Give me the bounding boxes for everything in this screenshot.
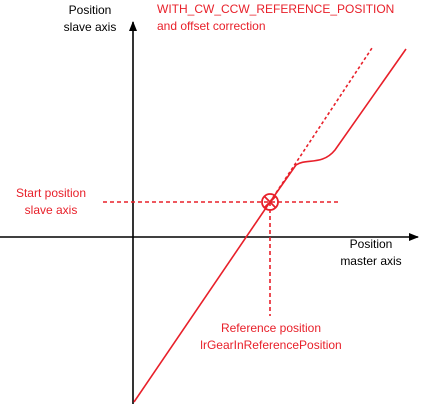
x-axis-label-line-1: Position [349, 237, 393, 251]
mode-label: WITH_CW_CCW_REFERENCE_POSITION and offse… [157, 1, 394, 35]
x-axis-label-line-2: master axis [340, 254, 402, 268]
start-position-label-line-1: Start position [15, 186, 87, 200]
reference-marker-icon [261, 193, 279, 211]
reference-position-label: Reference position lrGearInReferencePosi… [200, 320, 342, 354]
y-axis-label-line-2: slave axis [63, 20, 117, 34]
mode-label-line-1: WITH_CW_CCW_REFERENCE_POSITION [157, 2, 395, 16]
offset-corrected-curve [269, 48, 407, 203]
y-axis-label-line-1: Position [68, 3, 112, 17]
y-axis-label: Position slave axis [58, 2, 122, 36]
x-axis-label: Position master axis [334, 236, 408, 270]
mode-label-line-2: and offset correction [157, 19, 266, 33]
curve-before-reference [133, 201, 271, 403]
reference-position-label-line-2: lrGearInReferencePosition [200, 338, 342, 352]
start-position-label-line-2: slave axis [24, 203, 78, 217]
reference-position-label-line-1: Reference position [220, 321, 322, 335]
start-position-label: Start position slave axis [8, 185, 94, 219]
